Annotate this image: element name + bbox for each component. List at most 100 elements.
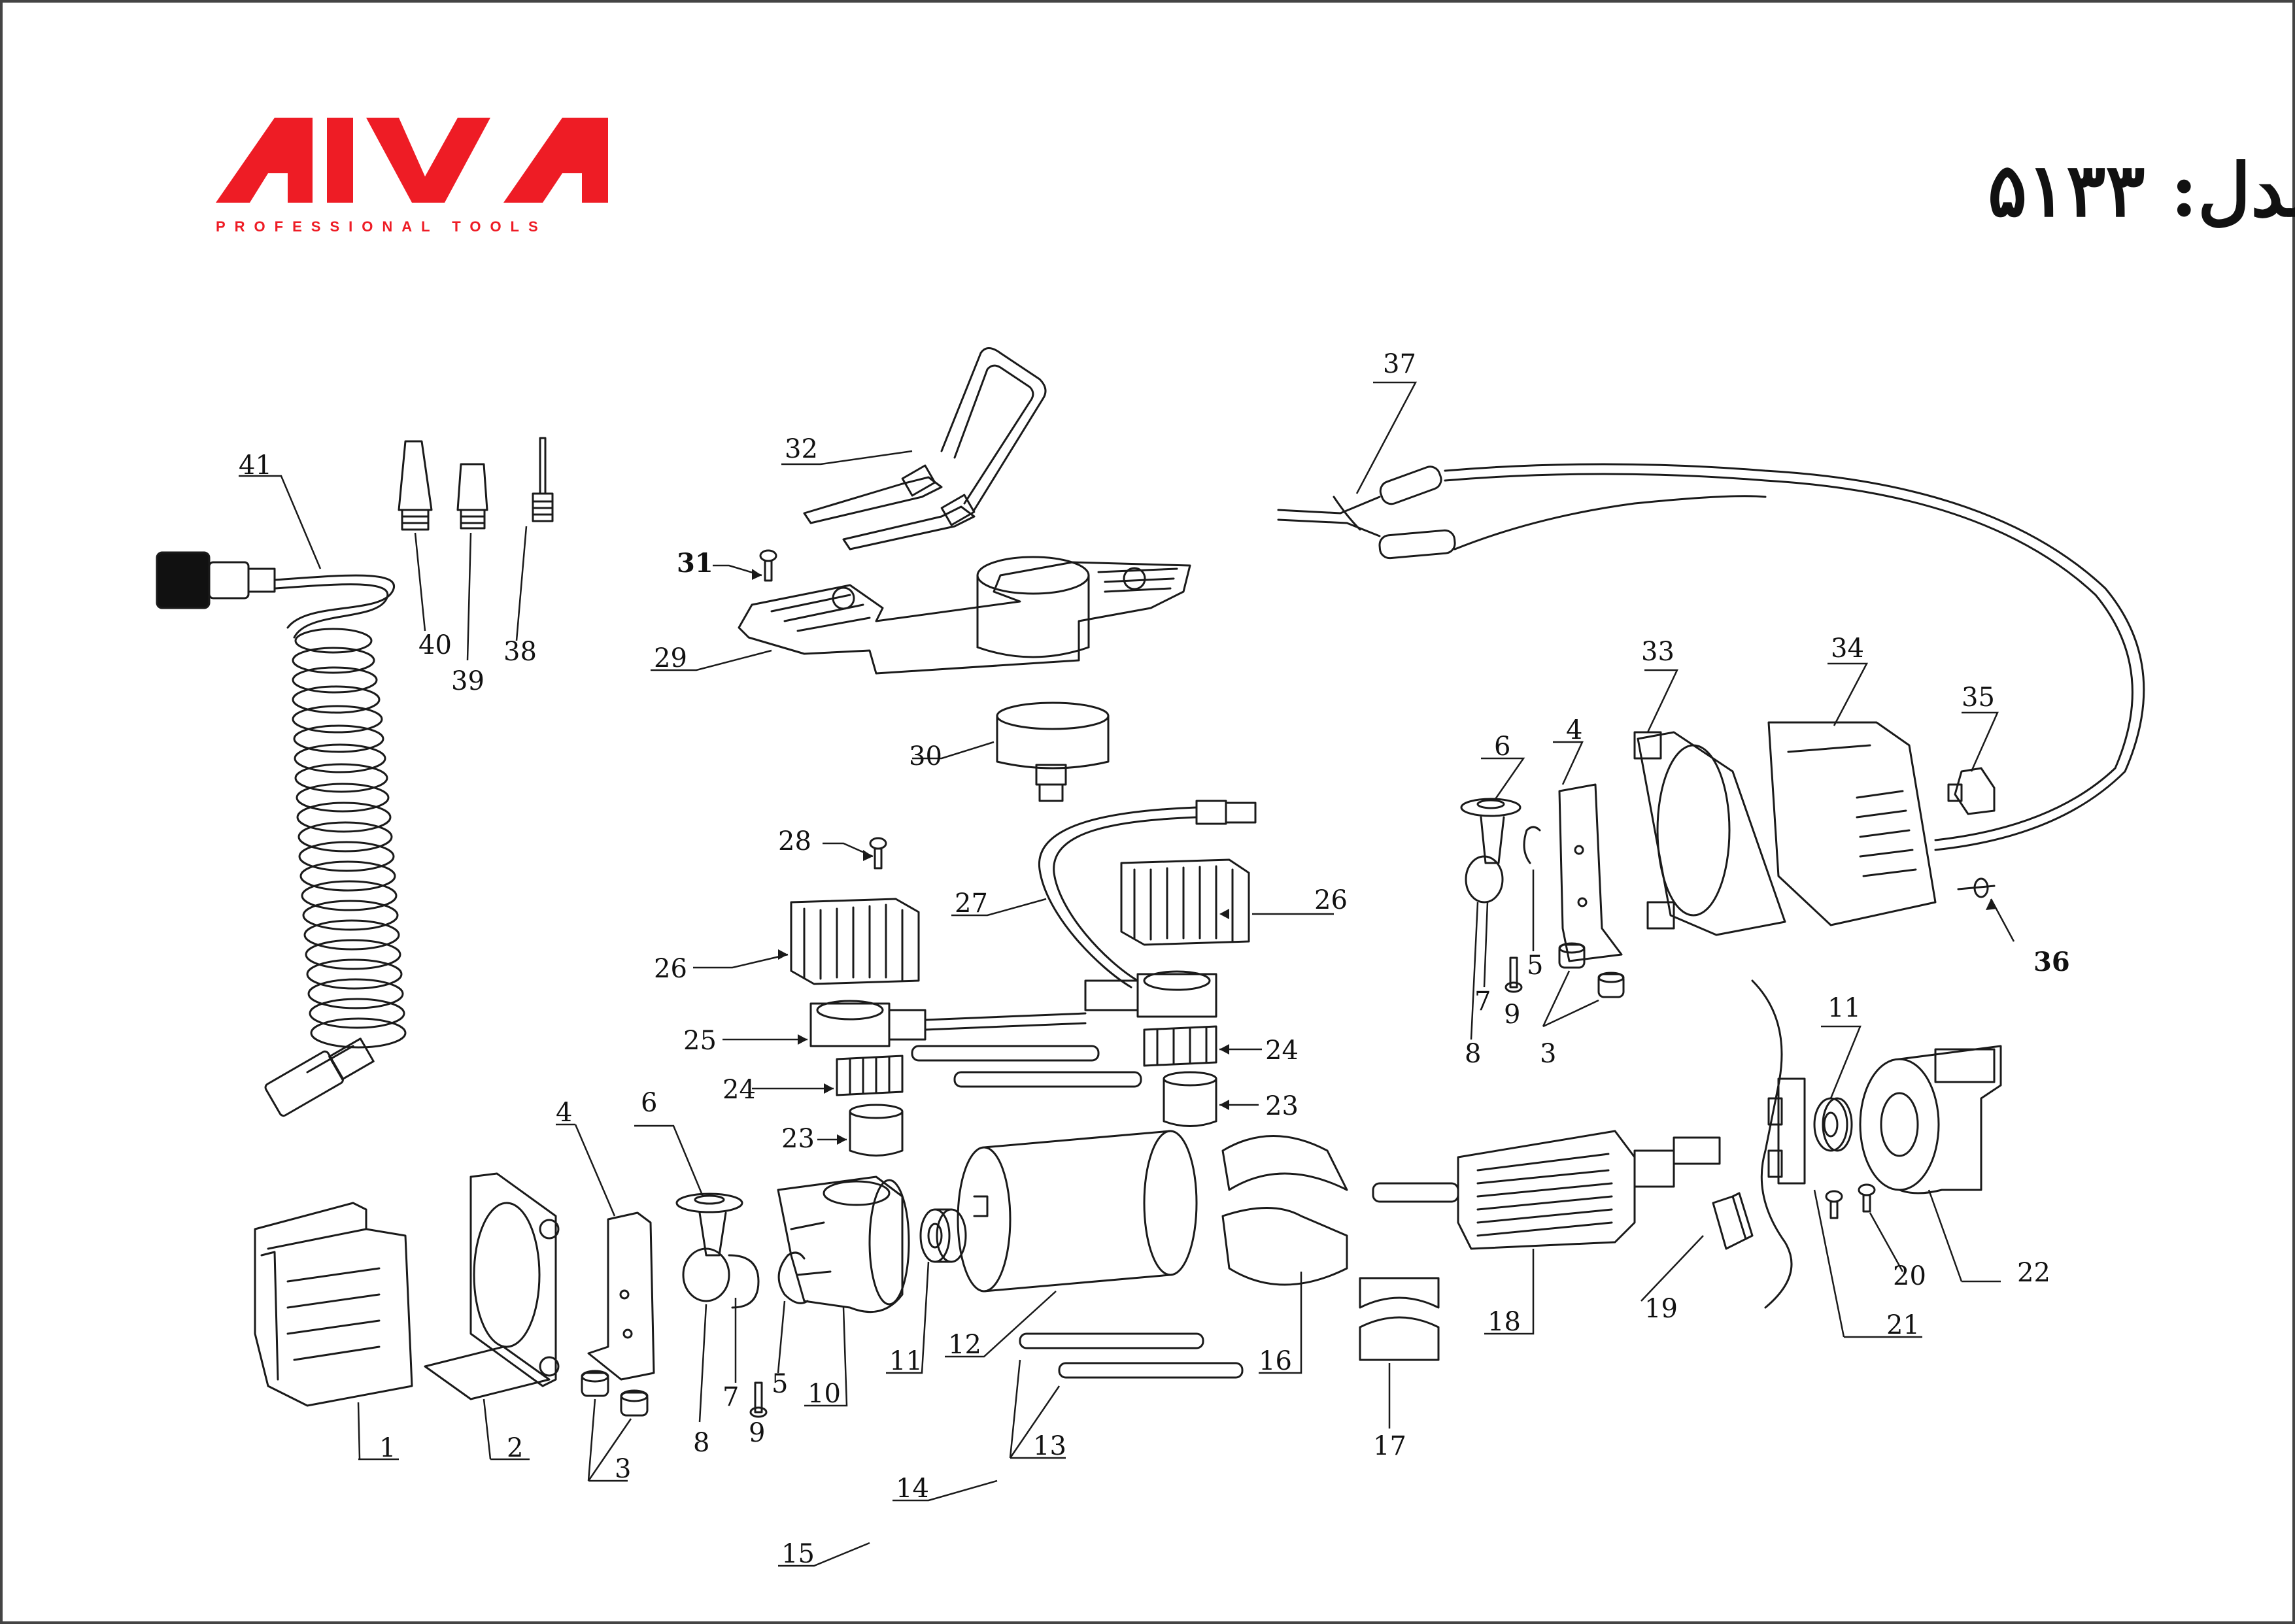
part-motor-housing: [957, 1130, 1198, 1293]
part-manifold: [809, 970, 1217, 1047]
callout-23: 23: [781, 1124, 815, 1154]
brand-logo: PROFESSIONAL TOOLS: [216, 118, 608, 235]
callout-17: 17: [1373, 1431, 1406, 1461]
part-needle-adapter: [532, 437, 554, 522]
callout-39: 39: [451, 666, 484, 696]
callout-6: 6: [641, 1088, 657, 1118]
part-rubber-feet-left: [581, 1370, 649, 1417]
part-coiled-hose: [156, 551, 395, 639]
callout-19: 19: [1644, 1294, 1678, 1324]
callout-28: 28: [778, 826, 811, 856]
part-end-plate-right: [1633, 731, 1786, 936]
part-sleeve-right: [1163, 1071, 1217, 1127]
callout-26b: 26: [1314, 885, 1348, 915]
part-rubber-feet-right: [1558, 942, 1625, 998]
callout-29: 29: [654, 643, 687, 673]
part-armature: [1372, 1130, 1721, 1250]
callout-13: 13: [1033, 1431, 1066, 1461]
part-end-plate: [424, 1172, 560, 1400]
callout-26: 26: [654, 954, 687, 984]
coil-rings: [292, 628, 407, 1049]
part-bracket-right: [1558, 783, 1623, 962]
callout-9: 9: [749, 1418, 765, 1448]
callout-11b: 11: [1828, 993, 1861, 1023]
part-screw-36: [1957, 877, 1996, 898]
callout-23b: 23: [1265, 1091, 1299, 1121]
callout-15: 15: [781, 1539, 815, 1569]
callout-21: 21: [1886, 1310, 1920, 1340]
part-screw-9-right: [1504, 956, 1523, 993]
part-tie-rods: [911, 1045, 1244, 1379]
callout-3: 3: [615, 1454, 631, 1484]
callout-2: 2: [507, 1433, 523, 1463]
part-bracket-left: [587, 1211, 655, 1381]
callout-8b: 8: [1465, 1039, 1481, 1069]
part-screw-31: [759, 549, 777, 582]
callout-5: 5: [772, 1369, 788, 1399]
callout-40: 40: [418, 630, 452, 660]
callout-32: 32: [785, 434, 818, 464]
part-bearing-left: [919, 1208, 967, 1263]
callout-41: 41: [239, 450, 272, 481]
part-screw-28: [869, 837, 887, 870]
part-circlip-left: [777, 1251, 809, 1304]
callout-4b: 4: [1566, 715, 1582, 745]
callout-10: 10: [808, 1379, 841, 1409]
callout-12: 12: [948, 1330, 981, 1360]
callout-1: 1: [379, 1433, 396, 1463]
callout-4: 4: [556, 1098, 572, 1128]
callout-9b: 9: [1504, 1000, 1520, 1030]
callout-22: 22: [2017, 1258, 2050, 1288]
part-top-cover: [738, 556, 1191, 675]
callout-11: 11: [889, 1346, 923, 1376]
part-end-cap: [1859, 1045, 2002, 1194]
callout-18: 18: [1488, 1307, 1521, 1337]
callout-25: 25: [683, 1026, 717, 1056]
part-magnet-bottom: [1221, 1207, 1348, 1286]
callout-33: 33: [1641, 637, 1674, 667]
part-right-cover: [1767, 721, 1937, 926]
part-piston-rod-right: [1460, 798, 1522, 904]
callout-3b: 3: [1540, 1039, 1556, 1069]
part-piston-cup: [996, 702, 1110, 802]
part-switch: [1947, 767, 1996, 815]
part-spring-clip: [1359, 1277, 1440, 1361]
part-cone-adapter: [398, 440, 433, 531]
callout-36: 36: [2033, 947, 2070, 977]
part-valve-seat-left: [836, 1055, 904, 1096]
callout-38: 38: [503, 637, 537, 667]
callout-7: 7: [722, 1382, 739, 1412]
callout-37: 37: [1383, 349, 1416, 379]
part-valve-seat-right: [1143, 1025, 1217, 1067]
part-carbon-brush: [1712, 1192, 1754, 1250]
callout-27: 27: [955, 888, 988, 919]
part-piston-rod-left: [675, 1193, 760, 1309]
callout-31: 31: [677, 548, 713, 579]
callout-24: 24: [722, 1075, 756, 1105]
part-magnet-top: [1221, 1135, 1348, 1191]
callout-35: 35: [1962, 683, 1995, 713]
part-handle: [803, 347, 1047, 550]
part-crank-housing: [777, 1176, 910, 1313]
callout-30: 30: [909, 741, 942, 771]
part-battery-clamps: [1277, 463, 2145, 851]
callout-20: 20: [1893, 1261, 1926, 1291]
part-ball-adapter: [456, 463, 488, 530]
part-circlip-right: [1523, 826, 1541, 864]
part-sleeve-left: [849, 1104, 904, 1157]
model-title: مدل: ۵۱۳۳: [1988, 148, 2295, 233]
callout-24b: 24: [1265, 1036, 1299, 1066]
part-bearing-right: [1822, 1097, 1853, 1152]
brand-tagline: PROFESSIONAL TOOLS: [216, 218, 547, 235]
callout-34: 34: [1831, 634, 1864, 664]
callout-14: 14: [896, 1474, 929, 1504]
callout-8: 8: [693, 1428, 709, 1458]
part-cylinder-head-right: [1120, 858, 1250, 946]
hose-nozzle: [264, 1038, 375, 1117]
callout-6b: 6: [1494, 732, 1510, 762]
part-cylinder-head-left: [790, 898, 920, 985]
callout-5b: 5: [1527, 951, 1543, 981]
part-connecting-pipe: [1038, 800, 1257, 989]
part-screws-20: [1825, 1183, 1876, 1219]
